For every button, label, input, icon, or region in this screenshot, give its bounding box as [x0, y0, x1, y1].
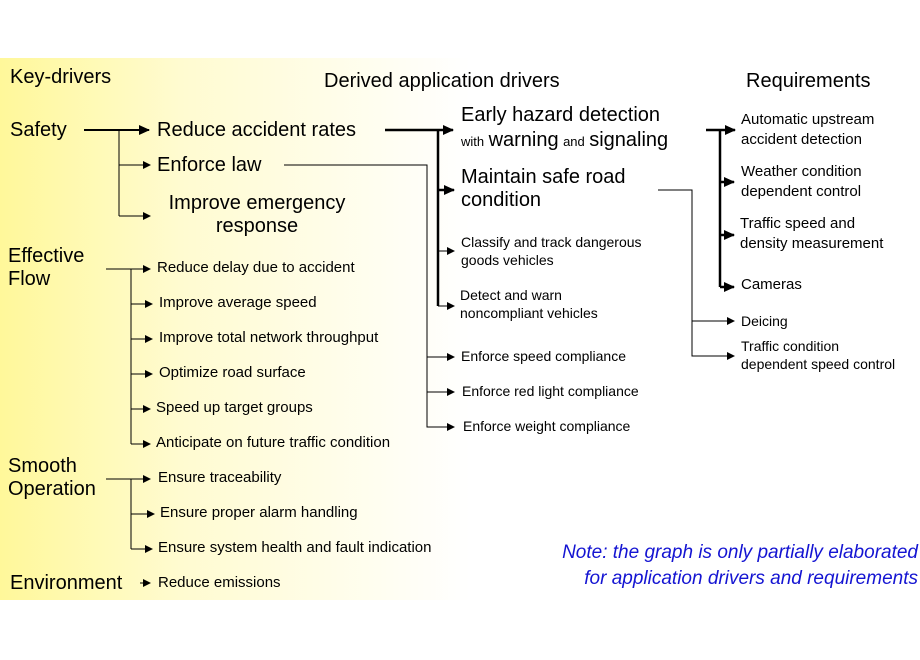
- app-driver-enforce-weight: Enforce weight compliance: [463, 418, 631, 434]
- key-driver-background-band: [0, 58, 920, 600]
- maintain-road-connectors: [658, 189, 735, 360]
- partial-elaboration-note: Note: the graph is only partially elabor…: [562, 542, 918, 590]
- driver-reduce-delay: Reduce delay due to accident: [157, 259, 355, 276]
- req-deicing: Deicing: [741, 313, 788, 329]
- header-key-drivers: Key-drivers: [10, 66, 112, 88]
- driver-ensure-system-health: Ensure system health and fault indicatio…: [158, 539, 432, 556]
- early-hazard-connectors: [706, 125, 736, 292]
- app-driver-enforce-red-light: Enforce red light compliance: [462, 383, 639, 399]
- req-traffic-speed-density: Traffic speed and density measurement: [740, 215, 884, 252]
- key-driver-environment: Environment: [10, 572, 123, 594]
- driver-improve-emergency-response: Improve emergency response: [168, 192, 346, 237]
- driver-improve-network-throughput: Improve total network throughput: [159, 329, 379, 346]
- driver-reduce-accident-rates: Reduce accident rates: [157, 119, 357, 141]
- smooth-operation-connectors: [106, 475, 155, 553]
- req-traffic-condition-speed-control: Traffic condition dependent speed contro…: [741, 338, 896, 372]
- driver-ensure-traceability: Ensure traceability: [158, 469, 282, 486]
- header-application-drivers: Derived application drivers: [324, 70, 560, 92]
- req-automatic-upstream: Automatic upstream accident detection: [741, 111, 875, 148]
- header-requirements: Requirements: [746, 70, 871, 92]
- app-driver-detect-warn: Detect and warn noncompliant vehicles: [460, 287, 598, 321]
- driver-optimize-road-surface: Optimize road surface: [159, 364, 306, 381]
- reduce-accident-connectors: [385, 125, 455, 310]
- enforce-law-connectors: [284, 164, 455, 431]
- driver-improve-average-speed: Improve average speed: [159, 294, 317, 311]
- key-driver-safety: Safety: [10, 119, 67, 141]
- key-driver-effective-flow: Effective Flow: [8, 245, 85, 290]
- driver-speed-up-target-groups: Speed up target groups: [156, 399, 313, 416]
- key-driver-smooth-operation: Smooth Operation: [8, 455, 96, 500]
- driver-ensure-alarm-handling: Ensure proper alarm handling: [160, 504, 358, 521]
- app-driver-maintain-safe-road: Maintain safe road condition: [461, 166, 626, 211]
- effective-flow-connectors: [106, 265, 153, 448]
- app-driver-enforce-speed: Enforce speed compliance: [461, 348, 626, 364]
- driver-reduce-emissions: Reduce emissions: [158, 574, 281, 591]
- req-cameras: Cameras: [741, 276, 802, 293]
- driver-anticipate-future-traffic: Anticipate on future traffic condition: [156, 434, 391, 451]
- app-driver-early-hazard-detection: Early hazard detection with warning and …: [461, 104, 669, 151]
- app-driver-classify-track: Classify and track dangerous goods vehic…: [461, 234, 642, 268]
- req-weather-control: Weather condition dependent control: [741, 163, 862, 200]
- driver-enforce-law: Enforce law: [157, 154, 262, 176]
- safety-connectors: [84, 125, 151, 220]
